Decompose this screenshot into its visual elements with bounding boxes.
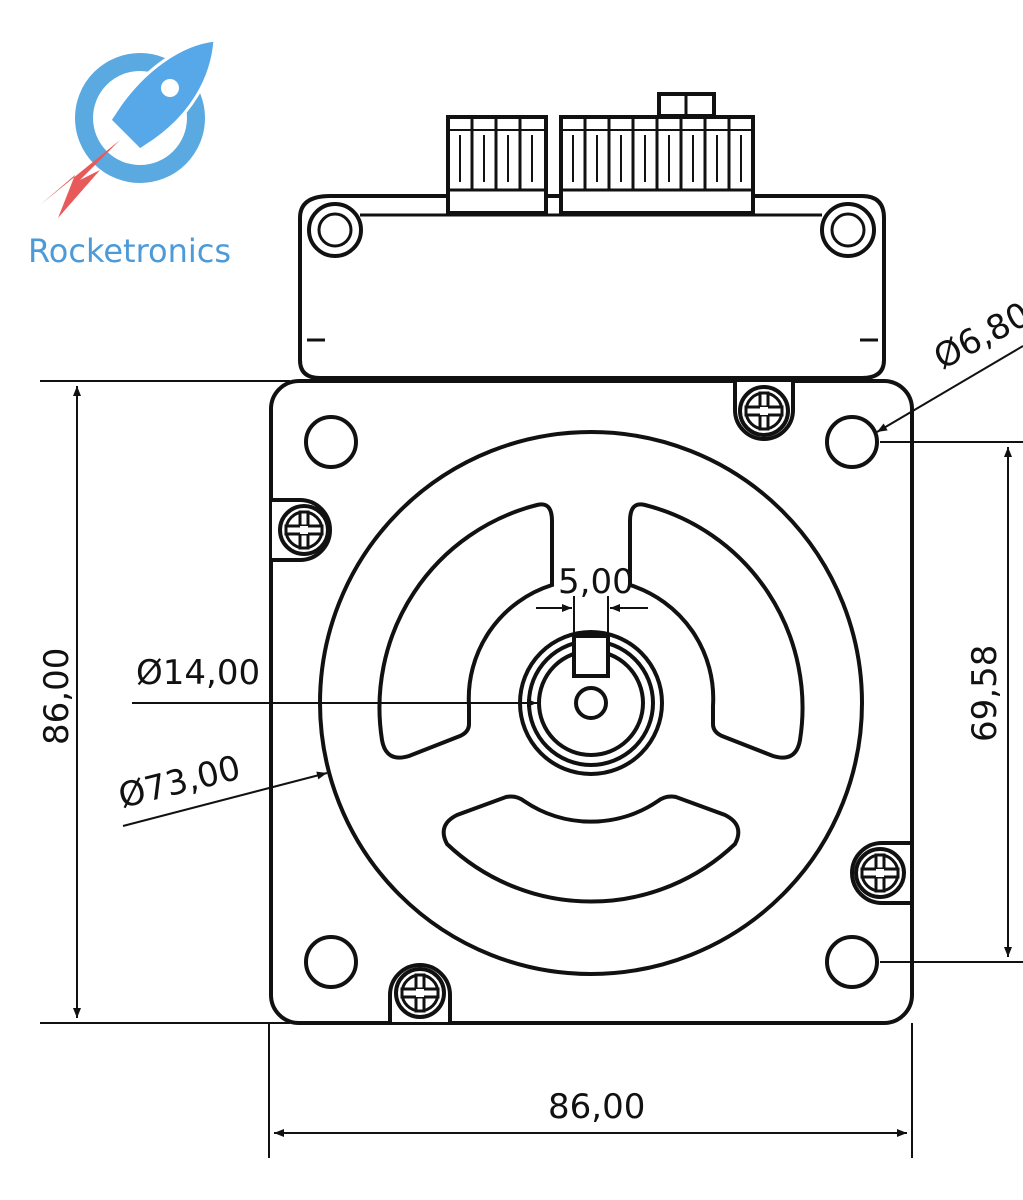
brand-name: Rocketronics	[28, 232, 231, 270]
mounting-hole-tl	[304, 415, 358, 469]
shaft	[518, 630, 664, 776]
pilot-diameter-label: Ø73,00	[115, 748, 245, 817]
mounting-holes	[304, 415, 879, 989]
shaft-key	[572, 634, 610, 678]
logo-ring	[75, 53, 205, 183]
shaft-diameter-label: Ø14,00	[136, 653, 260, 693]
hole-spacing-label: 69,58	[965, 645, 1005, 742]
height-dimension-label: 86,00	[37, 648, 77, 745]
flame-icon	[40, 140, 120, 218]
dimension-lines	[40, 345, 1023, 1158]
mounting-hole-br	[825, 935, 879, 989]
terminal-block-right	[559, 92, 755, 215]
key-width-label: 5,00	[558, 562, 634, 602]
terminal-block-left	[446, 115, 548, 215]
mounting-hole-tr	[825, 415, 879, 469]
rocket-icon	[108, 38, 217, 152]
connector-housing	[298, 194, 886, 380]
face-slots	[377, 502, 805, 904]
hole-diameter-label: Ø6,80	[927, 295, 1023, 378]
width-dimension-label: 86,00	[548, 1087, 645, 1127]
flange-screws	[272, 382, 910, 1022]
mounting-hole-bl	[304, 935, 358, 989]
brand-logo: Rocketronics	[28, 38, 231, 270]
